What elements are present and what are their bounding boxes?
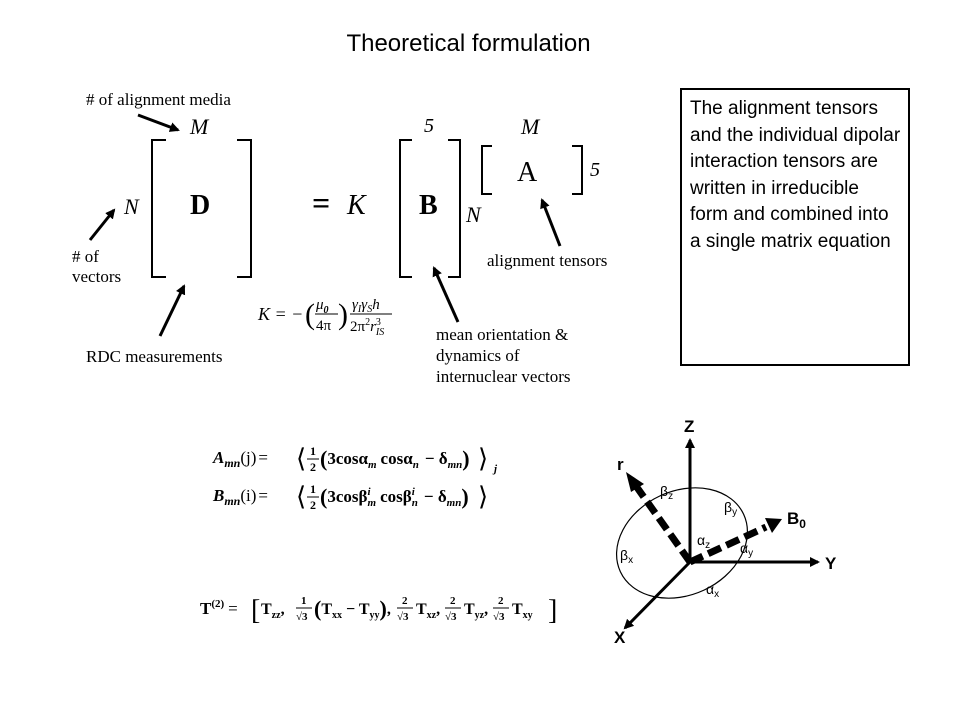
b-matrix-left-bracket <box>399 139 412 278</box>
beta-y-label: βy <box>724 499 737 518</box>
a-mn-langle: ⟨ <box>296 444 306 473</box>
a-matrix-m-label: M <box>520 114 541 139</box>
t2-lhs: T(2)= <box>200 598 238 618</box>
mean-orientation-label-line1: mean orientation & <box>436 325 568 344</box>
t2-frac1-num: 1 <box>301 595 307 607</box>
a-matrix-left-bracket <box>481 145 492 195</box>
angle-ellipse <box>615 487 749 599</box>
alpha-y-label: αy <box>740 540 753 559</box>
t2-close-bracket: ] <box>548 595 557 626</box>
alignment-media-arrow <box>137 113 180 132</box>
t2-equation: T(2)= [ Tzz, 1 √3 (Txx− Tyy), 2 √3 Txz, … <box>200 595 557 626</box>
alignment-tensors-arrow <box>540 198 562 247</box>
z-axis-label: Z <box>684 417 694 436</box>
alpha-x-label: αx <box>706 581 719 600</box>
a-mn-lhs: Amn(j)= <box>212 448 268 470</box>
vectors-label-line2: vectors <box>72 267 121 286</box>
b-mn-langle: ⟨ <box>296 482 306 511</box>
t2-frac4-num: 2 <box>498 595 504 607</box>
k-formula-mu0: μ0 <box>315 297 329 316</box>
t2-txx-tyy: (Txx− Tyy), <box>314 596 391 621</box>
alignment-media-label: # of alignment media <box>86 90 231 109</box>
k-formula-lhs: K = − <box>257 304 303 324</box>
b0-vector <box>688 523 768 566</box>
mean-orientation-arrow <box>432 266 460 323</box>
b-mn-lhs: Bmn(i)= <box>212 486 268 508</box>
b-matrix-five-label: 5 <box>424 115 434 137</box>
vectors-label-line1: # of <box>72 247 99 266</box>
d-matrix-right-bracket <box>237 139 252 278</box>
a-mn-half-num: 1 <box>310 444 316 458</box>
t2-frac2-num: 2 <box>402 595 408 607</box>
t2-tzz: Tzz, <box>261 601 285 621</box>
t2-txz: Txz, <box>416 601 440 621</box>
alignment-tensors-label: alignment tensors <box>487 251 607 270</box>
k-formula-four-pi: 4π <box>316 318 332 334</box>
vectors-arrow <box>88 208 116 241</box>
k-formula-open-paren: ( <box>305 298 315 331</box>
b-mn-half-num: 1 <box>310 482 316 496</box>
t2-tyz: Tyz, <box>464 601 488 621</box>
page-title: Theoretical formulation <box>346 30 591 57</box>
k-formula-close-paren: ) <box>338 298 348 331</box>
t2-open-bracket: [ <box>251 595 260 626</box>
a-mn-rangle: ⟩ <box>478 444 488 473</box>
d-matrix-left-bracket <box>151 139 166 278</box>
b0-vector-arrowhead <box>765 518 782 533</box>
description-box: The alignment tensors and the individual… <box>680 88 910 366</box>
y-axis-label: Y <box>825 554 837 573</box>
t2-frac1-den: √3 <box>296 611 308 623</box>
b-matrix-right-bracket <box>448 139 461 278</box>
rdc-label: RDC measurements <box>86 347 222 366</box>
x-axis <box>623 560 692 630</box>
x-axis-label: X <box>614 628 626 647</box>
a-matrix-right-bracket <box>572 145 583 195</box>
rdc-arrow <box>158 284 186 337</box>
annotations: # of alignment media # of vectors RDC me… <box>72 90 607 386</box>
r-vector <box>633 483 693 565</box>
mean-orientation-label-line3: internuclear vectors <box>436 367 571 386</box>
r-vector-label: r <box>617 455 624 474</box>
t2-txy: Txy <box>512 601 533 621</box>
a-matrix-five-label: 5 <box>590 159 600 181</box>
t2-frac2-den: √3 <box>397 611 409 623</box>
t2-frac4-den: √3 <box>493 611 505 623</box>
t2-frac3-num: 2 <box>450 595 456 607</box>
d-matrix-m-label: M <box>189 114 210 139</box>
b-mn-rangle: ⟩ <box>478 482 488 511</box>
alpha-z-label: αz <box>697 532 710 551</box>
k-symbol: K <box>346 190 367 221</box>
matrix-equation: D M N = K B 5 N A M 5 <box>123 114 600 278</box>
a-matrix-symbol: A <box>517 157 538 188</box>
t2-frac3-den: √3 <box>445 611 457 623</box>
d-matrix-symbol: D <box>190 190 210 221</box>
a-mn-half-den: 2 <box>310 460 316 474</box>
mean-orientation-label-line2: dynamics of <box>436 346 520 365</box>
a-mn-avg-sub: j <box>492 463 498 475</box>
b-mn-half-den: 2 <box>310 498 316 512</box>
r-vector-arrowhead <box>626 472 644 492</box>
description-text: The alignment tensors and the individual… <box>690 98 901 252</box>
b-matrix-symbol: B <box>419 190 438 221</box>
b-matrix-n-label: N <box>465 202 482 227</box>
b0-vector-label: B0 <box>787 509 806 531</box>
beta-z-label: βz <box>660 483 673 502</box>
axes-diagram: Z Y X r B0 βz βy βx αz αy αx <box>614 417 837 647</box>
beta-x-label: βx <box>620 547 633 566</box>
d-matrix-n-label: N <box>123 194 140 219</box>
k-formula-numerator: γIγSh <box>352 297 380 315</box>
equals-sign: = <box>312 185 330 221</box>
